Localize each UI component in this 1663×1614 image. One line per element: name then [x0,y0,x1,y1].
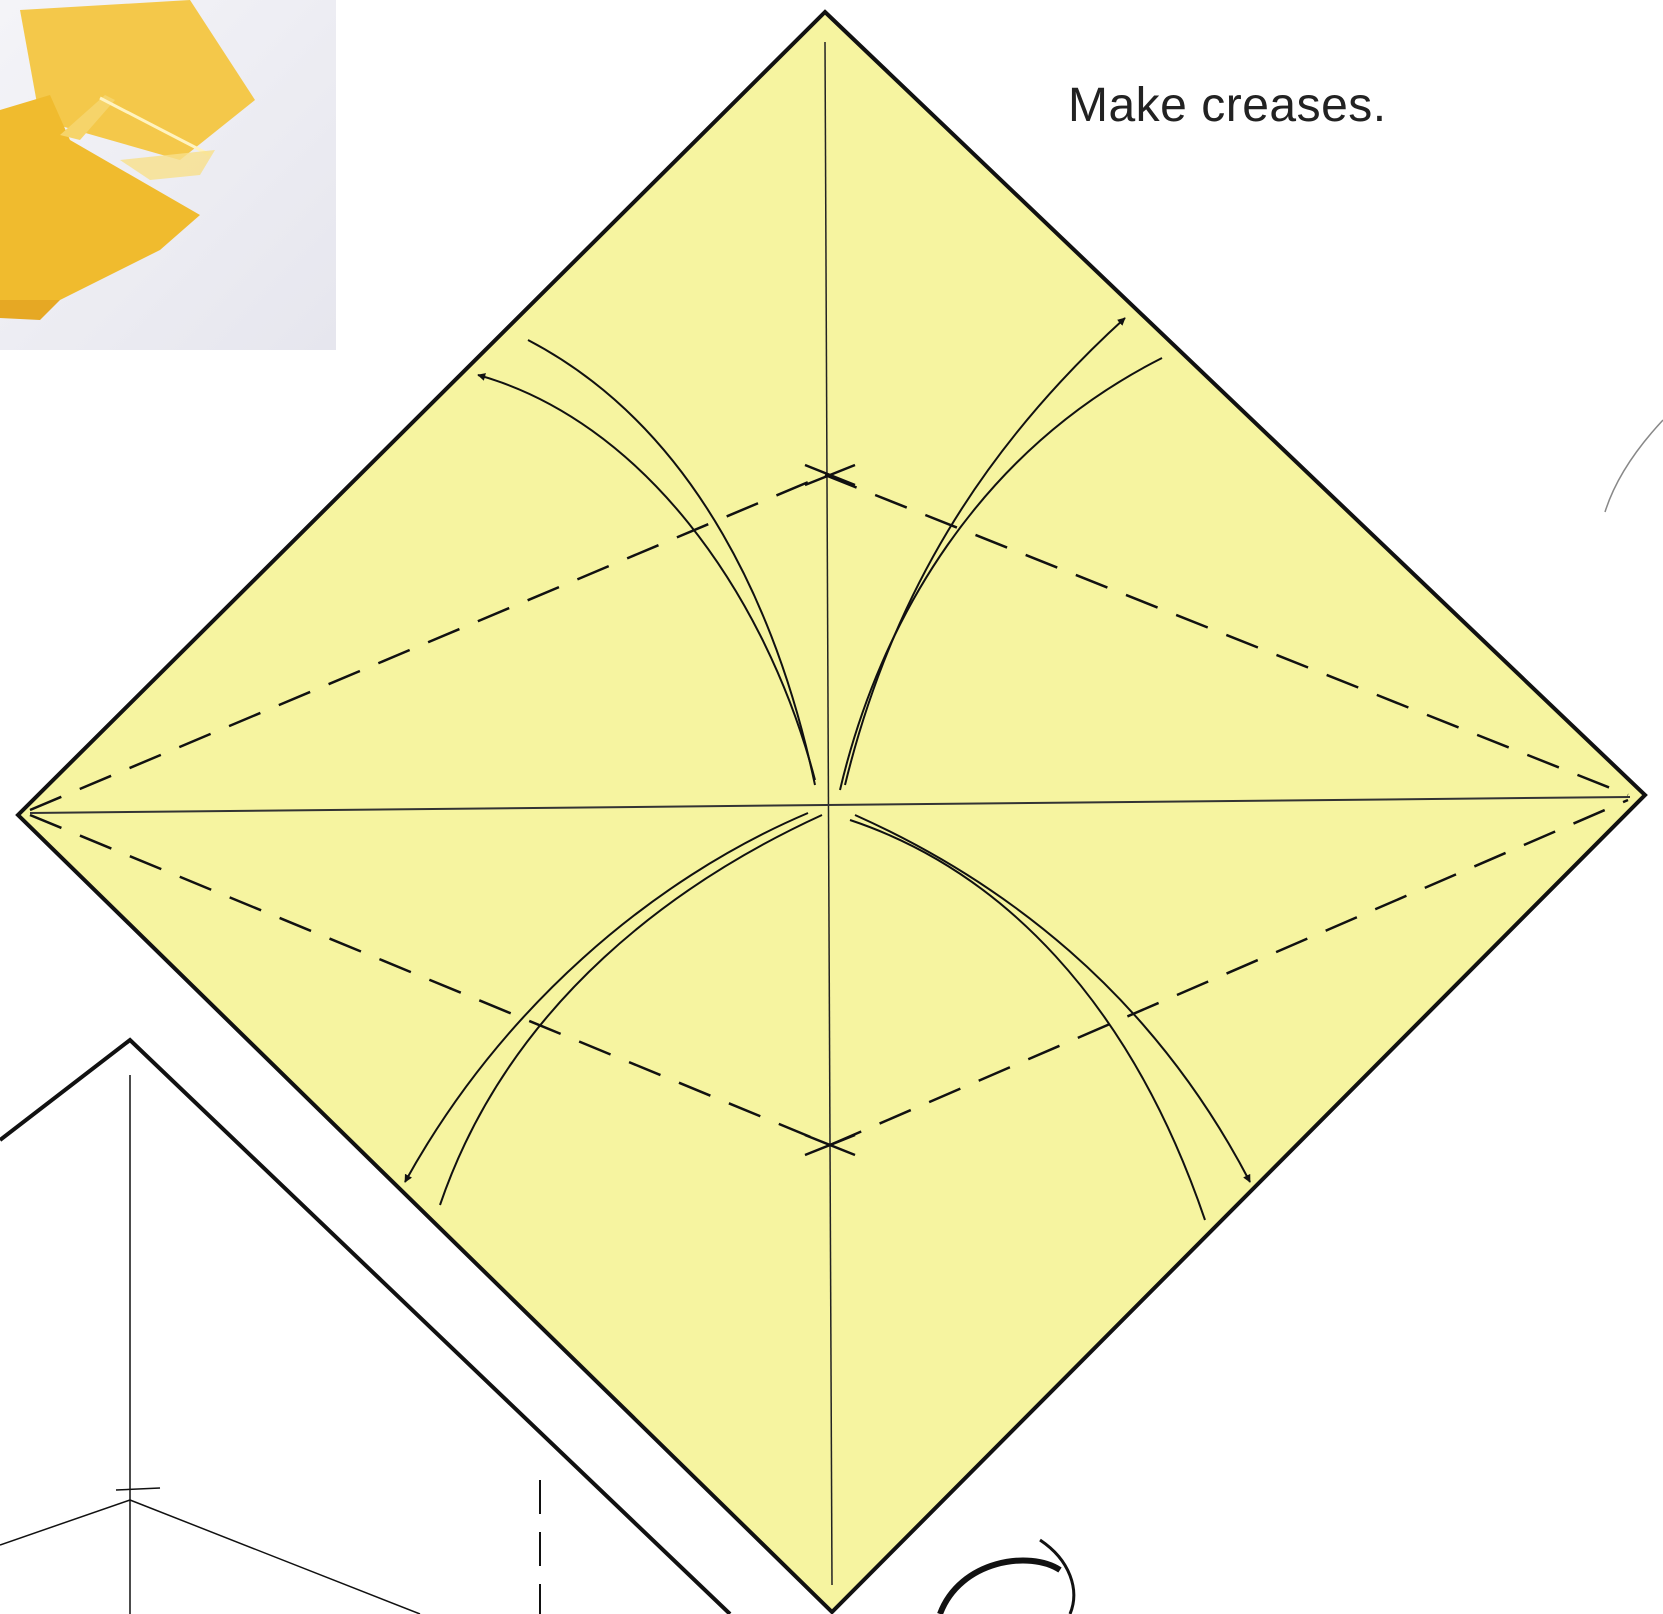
model-photo [0,0,336,350]
stray-pencil-mark [1605,420,1663,512]
instruction-text: Make creases. [1068,78,1387,133]
